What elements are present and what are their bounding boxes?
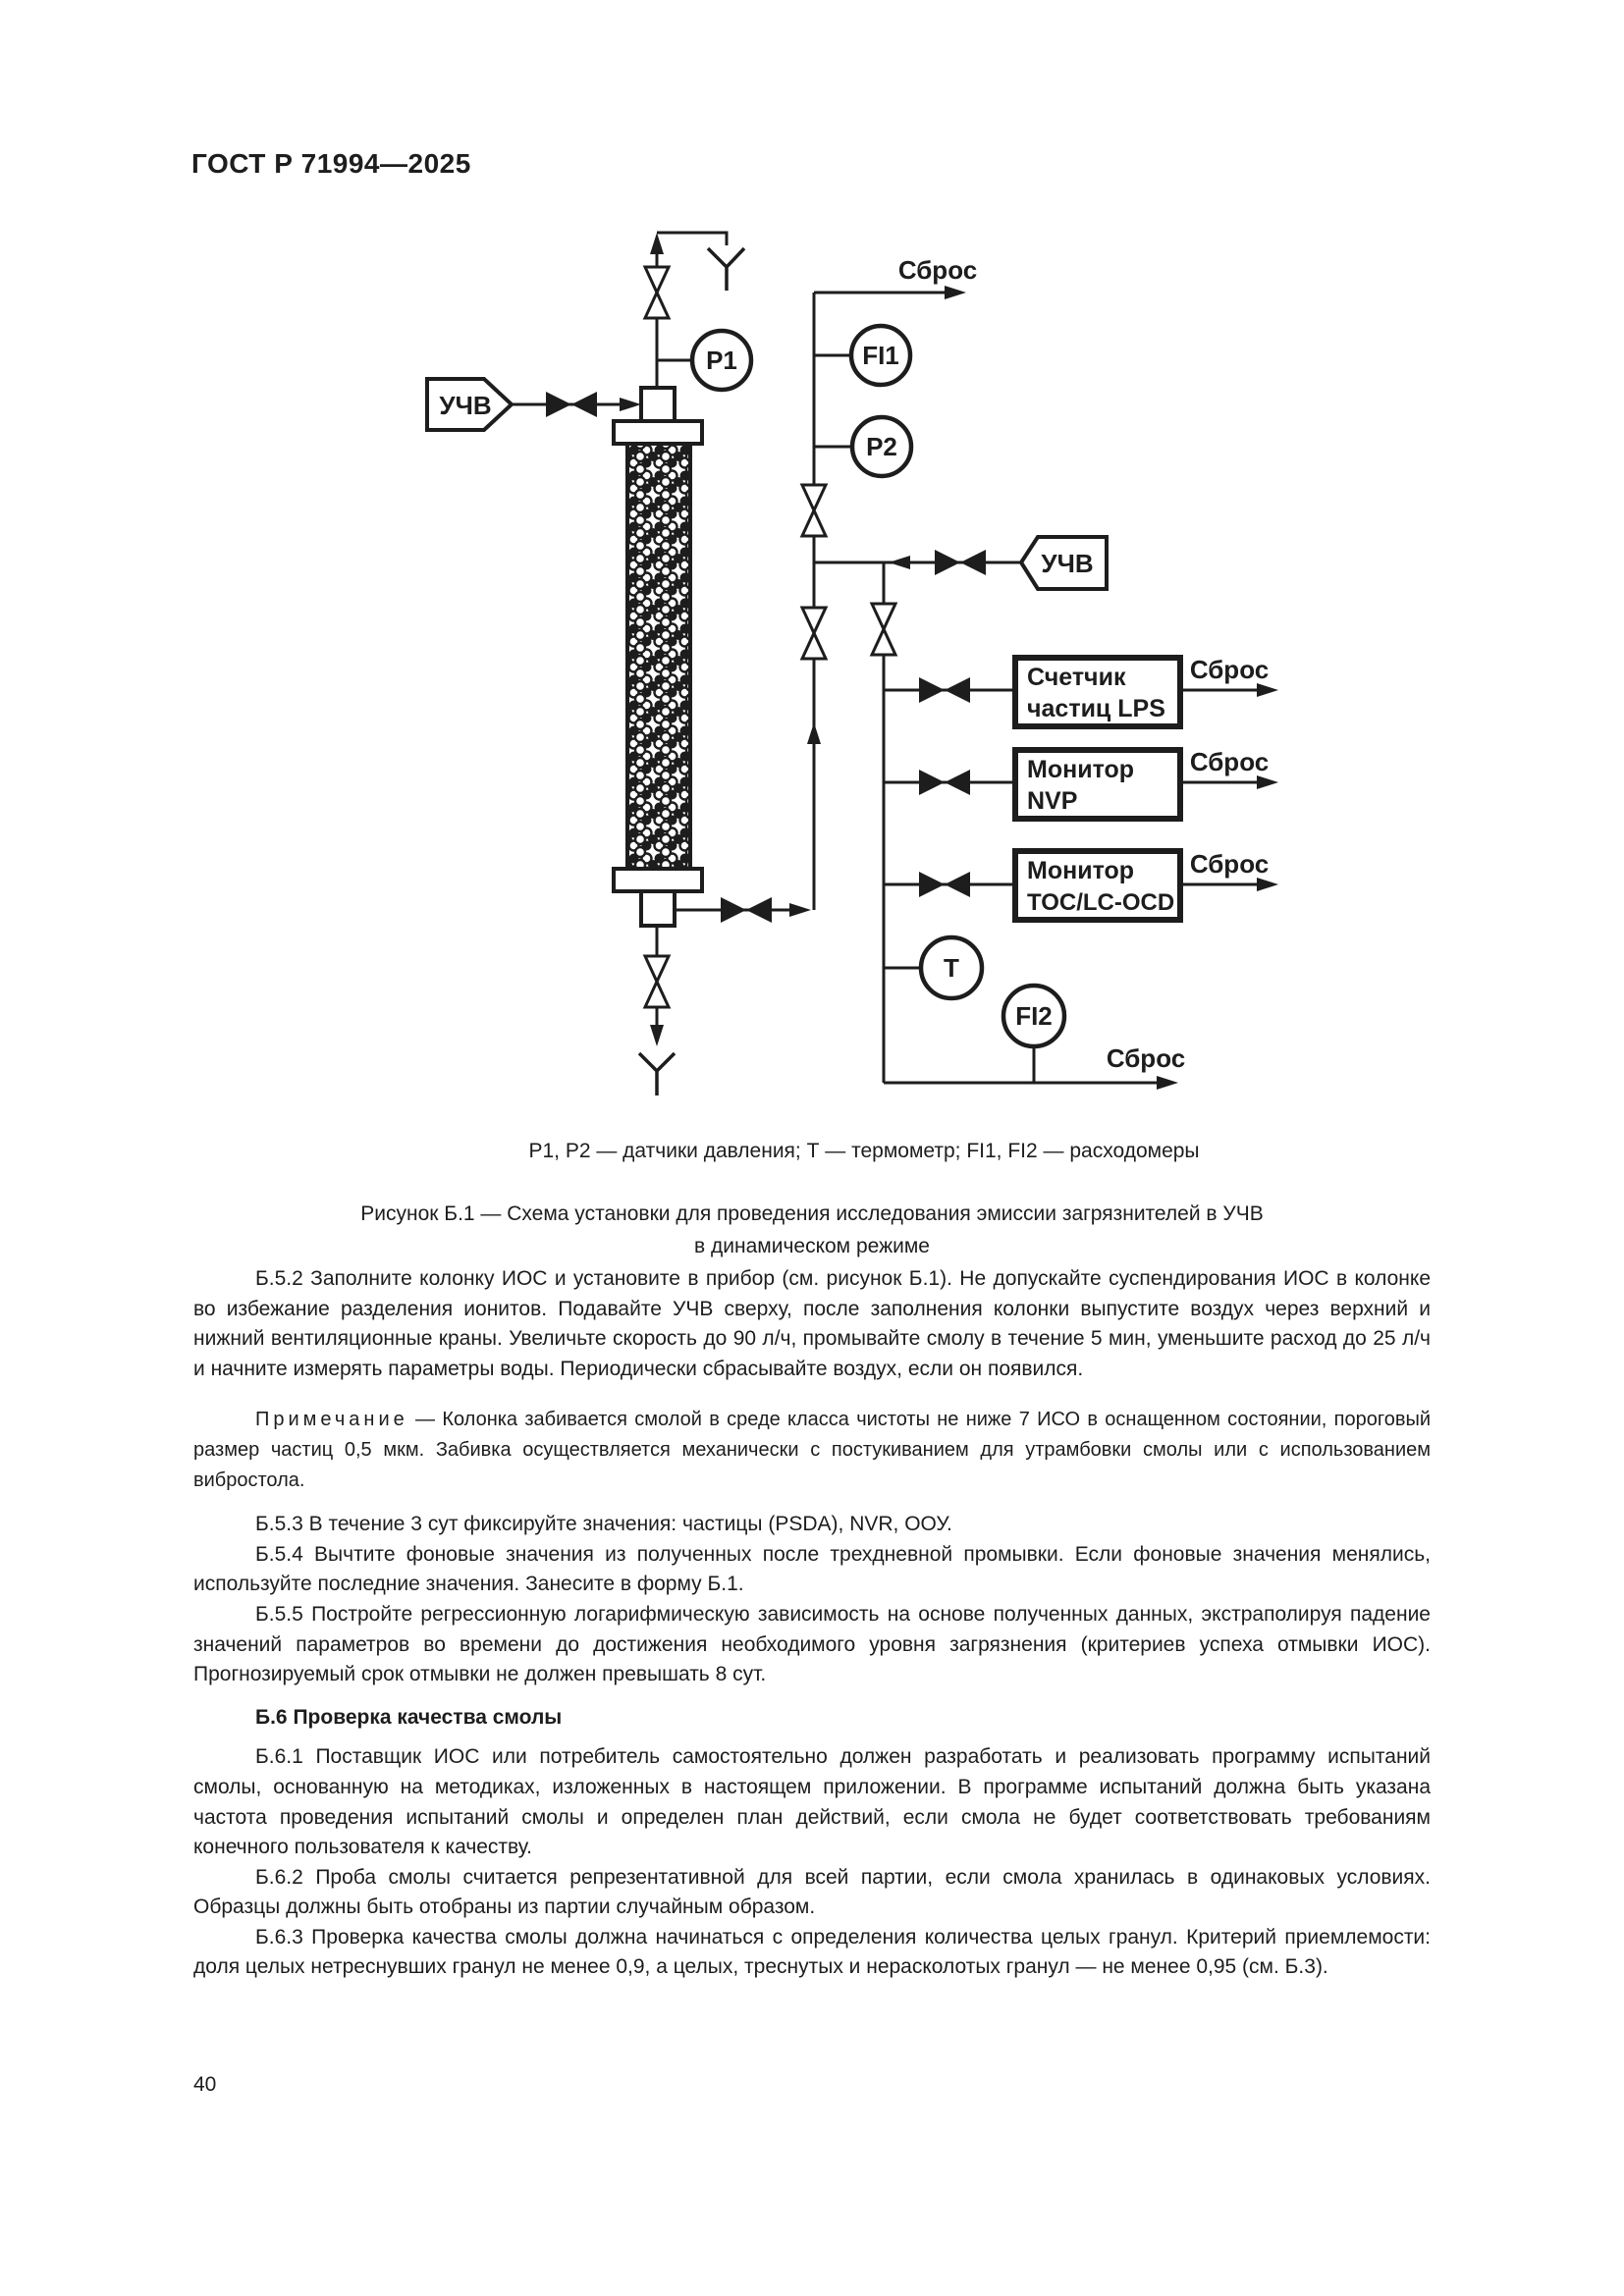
drain-down-arrow-icon <box>650 1025 664 1046</box>
outlet-valve-symbol <box>721 897 772 923</box>
main-up-arrow-icon <box>807 722 821 744</box>
nvp-box-line2: NVP <box>1027 787 1077 815</box>
outlet-arrow-icon <box>789 903 811 917</box>
bottom-drain-arrow-icon <box>1157 1076 1178 1090</box>
vent-up-arrow-icon <box>650 233 664 254</box>
vent-valves <box>642 265 898 1009</box>
top-funnel-icon <box>706 246 746 291</box>
t-label: Т <box>944 953 959 983</box>
nvp-monitor-box <box>1012 747 1183 822</box>
note-text: — Колонка забивается смолой в среде клас… <box>193 1409 1431 1491</box>
stream-tags: УЧВ УЧВ <box>425 377 1109 591</box>
instrument-circles: P1 FI1 P2 Т FI2 <box>689 323 1067 1049</box>
paragraph-b54: Б.5.4 Вычтите фоновые значения из получе… <box>193 1542 1431 1596</box>
uchv-inlet-tag <box>425 377 514 432</box>
ion-exchange-column <box>612 386 704 928</box>
uchv-makeup-label: УЧВ <box>1041 549 1093 578</box>
vent-elbow-line <box>657 231 729 245</box>
installation-diagram: УЧВ УЧВ P1 FI1 P2 Т FI2 Счетчик частиц L… <box>425 231 1278 1095</box>
vent-valve-symbol <box>642 265 672 320</box>
makeup-arrow-icon <box>889 556 910 569</box>
figure-caption: P1, P2 — датчики давления; Т — термометр… <box>528 1140 1200 1162</box>
paragraph-b63: Б.6.3 Проверка качества смолы должна нач… <box>193 1925 1431 1979</box>
process-valves <box>546 392 986 923</box>
paragraph-b55: Б.5.5 Постройте регрессионную логарифмич… <box>193 1602 1431 1686</box>
particle-counter-lps-box <box>1012 655 1183 729</box>
flow-arrows <box>620 233 1278 1090</box>
analyzer-boxes: Счетчик частиц LPS Монитор NVP Монитор T… <box>1012 655 1183 923</box>
funnels <box>637 246 746 1095</box>
thermometer-t <box>918 934 985 1001</box>
pressure-sensor-p1 <box>689 328 754 393</box>
drain-label-toc: Сброс <box>1190 849 1269 879</box>
main-lower-valve-symbol <box>799 606 829 661</box>
inlet-valve-symbol <box>546 392 597 417</box>
paragraph-b61: Б.6.1 Поставщик ИОС или потребитель само… <box>193 1745 1431 1859</box>
inlet-arrow-icon <box>620 398 641 411</box>
column-top-flange <box>612 419 704 446</box>
column-bottom-fitting <box>639 889 677 928</box>
drain-label-bottom: Сброс <box>1107 1043 1185 1073</box>
drain-label-top: Сброс <box>898 255 977 285</box>
p2-label: P2 <box>866 432 897 461</box>
nvp-valve-symbol <box>919 770 970 795</box>
toc-monitor-box <box>1012 848 1183 923</box>
drain-label-lps: Сброс <box>1190 655 1269 684</box>
drain-labels: Сброс Сброс Сброс Сброс Сброс <box>898 255 1269 1073</box>
note-label: Примечание <box>255 1409 408 1431</box>
column-bottom-flange <box>612 867 704 893</box>
heading-b6: Б.6 Проверка качества смолы <box>255 1705 563 1729</box>
branch-valve-symbol <box>869 602 898 657</box>
flowmeter-fi1 <box>848 323 913 388</box>
toc-box-line2: TOC/LC-OCD <box>1027 889 1174 916</box>
toc-box-line1: Монитор <box>1027 857 1134 884</box>
paragraph-b52: Б.5.2 Заполните колонку ИОС и установите… <box>193 1267 1431 1380</box>
toc-valve-symbol <box>919 872 970 897</box>
lps-box-line2: частиц LPS <box>1027 695 1165 722</box>
uchv-inlet-label: УЧВ <box>439 391 491 420</box>
toc-drain-arrow-icon <box>1257 878 1278 891</box>
column-body-resin <box>625 442 692 871</box>
lps-valve-symbol <box>919 677 970 703</box>
figure-title-line1: Рисунок Б.1 — Схема установки для провед… <box>360 1202 1264 1225</box>
nvp-drain-arrow-icon <box>1257 775 1278 789</box>
drain-valve-symbol <box>642 954 672 1009</box>
page-number: 40 <box>193 2073 217 2096</box>
makeup-valve-symbol <box>935 550 986 575</box>
drain-label-nvp: Сброс <box>1190 747 1269 776</box>
document-header: ГОСТ Р 71994—2025 <box>191 148 471 179</box>
column-top-fitting <box>639 386 677 423</box>
top-drain-arrow-icon <box>945 286 966 299</box>
pressure-sensor-p2 <box>849 414 914 479</box>
fi2-label: FI2 <box>1015 1001 1053 1031</box>
note-paragraph: Примечание — Колонка забивается смолой в… <box>193 1405 1431 1495</box>
main-upper-valve-symbol <box>799 483 829 538</box>
paragraph-b62: Б.6.2 Проба смолы считается репрезентати… <box>193 1865 1431 1919</box>
flowmeter-fi2 <box>1001 983 1067 1049</box>
bottom-funnel-icon <box>637 1051 677 1095</box>
nvp-box-line1: Монитор <box>1027 756 1134 783</box>
p1-label: P1 <box>706 346 737 375</box>
lps-drain-arrow-icon <box>1257 683 1278 697</box>
body-text: Б.5.2 Заполните колонку ИОС и установите… <box>193 1264 1431 1983</box>
figure-title-line2: в динамическом режиме <box>694 1235 930 1257</box>
fi1-label: FI1 <box>862 341 899 370</box>
lps-box-line1: Счетчик <box>1027 664 1126 691</box>
uchv-makeup-tag <box>1018 535 1109 591</box>
paragraph-b53: Б.5.3 В течение 3 сут фиксируйте значени… <box>255 1513 952 1536</box>
figure-title: Рисунок Б.1 — Схема установки для провед… <box>193 1198 1431 1262</box>
